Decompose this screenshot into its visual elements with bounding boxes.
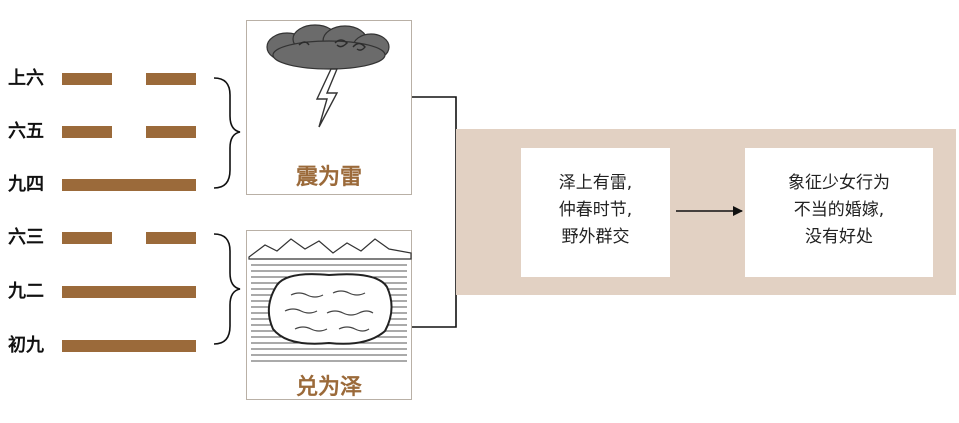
arrow-to-conclusion — [676, 206, 743, 216]
line-label-third: 六三 — [8, 227, 44, 248]
marsh-lake-icon — [248, 238, 412, 362]
lower-trigram-panel: 兑为泽 — [246, 230, 412, 400]
thunder-cloud-icon — [266, 24, 390, 128]
yang-line — [62, 179, 196, 191]
line-label-fifth: 六五 — [8, 121, 44, 142]
lightning-bolt — [315, 68, 339, 128]
lower-connector — [412, 210, 457, 328]
line-label-second: 九二 — [8, 281, 44, 302]
conclusion-box: 象征少女行为 不当的婚嫁, 没有好处 — [745, 148, 933, 277]
upper-brace — [213, 77, 241, 189]
upper-trigram-panel: 震为雷 — [246, 20, 412, 195]
upper-trigram-caption: 震为雷 — [295, 165, 362, 190]
yin-line-segment-1 — [62, 232, 112, 244]
line-label-first: 初九 — [8, 335, 44, 356]
line-label-top: 上六 — [8, 68, 44, 89]
line-label-fourth: 九四 — [8, 174, 44, 195]
interpretation-line-1: 泽上有雷, — [558, 173, 633, 193]
lower-brace — [213, 233, 241, 345]
interpretation-box: 泽上有雷, 仲春时节, 野外群交 — [521, 148, 670, 277]
conclusion-line-2: 不当的婚嫁, — [793, 200, 885, 220]
mountain-range — [248, 238, 412, 260]
yin-line-segment-2 — [146, 126, 196, 138]
conclusion-line-3: 没有好处 — [805, 227, 873, 247]
yang-line — [62, 286, 196, 298]
lower-trigram-caption: 兑为泽 — [295, 375, 362, 400]
lake-outline — [267, 273, 393, 345]
yin-line-segment-2 — [146, 232, 196, 244]
upper-connector — [412, 96, 457, 210]
yin-line-segment-1 — [62, 73, 112, 85]
interpretation-line-3: 野外群交 — [561, 227, 630, 247]
conclusion-line-1: 象征少女行为 — [788, 173, 890, 193]
yin-line-segment-2 — [146, 73, 196, 85]
interpretation-line-2: 仲春时节, — [558, 200, 633, 220]
yang-line — [62, 340, 196, 352]
yin-line-segment-1 — [62, 126, 112, 138]
